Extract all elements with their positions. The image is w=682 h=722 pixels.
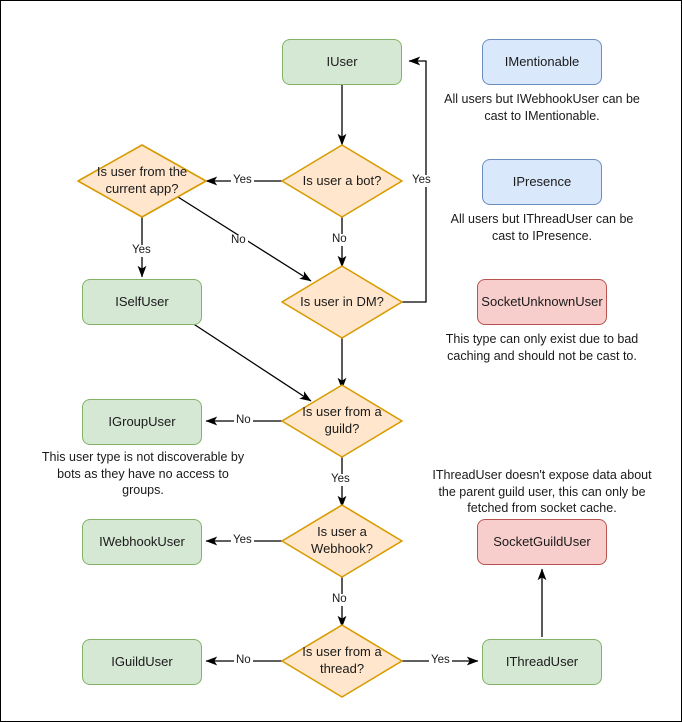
node-socketunknownuser[interactable]: SocketUnknownUser (477, 279, 607, 325)
node-imentionable[interactable]: IMentionable (482, 39, 602, 85)
edge-label-thread-no: No (234, 654, 253, 667)
node-igroupuser[interactable]: IGroupUser (82, 399, 202, 445)
node-ithreaduser-label: IThreadUser (505, 653, 579, 669)
edge-label-bot-no: No (330, 233, 349, 246)
note-ipresence: All users but IThreadUser can be cast to… (438, 211, 646, 244)
edge-label-dm-yes: Yes (410, 174, 433, 187)
node-igroupuser-label: IGroupUser (108, 413, 176, 429)
decision-is-webhook-text: Is user a Webhook? (311, 524, 373, 556)
decision-is-bot-text: Is user a bot? (302, 172, 382, 188)
note-socketunknownuser-text: This type can only exist due to bad cach… (445, 332, 639, 363)
node-ipresence[interactable]: IPresence (482, 159, 602, 205)
decision-from-thread-text: Is user from a thread? (302, 644, 382, 676)
node-socketguilduser-label: SocketGuildUser (493, 533, 591, 549)
edge-label-webhook-no: No (330, 593, 349, 606)
node-iuser[interactable]: IUser (282, 39, 402, 85)
decision-from-current-app-label: Is user from the current app? (82, 145, 202, 217)
decision-in-dm-text: Is user in DM? (300, 293, 384, 309)
diamond-from-current-app[interactable] (77, 144, 207, 218)
node-iguilduser-label: IGuildUser (111, 653, 173, 669)
node-ipresence-label: IPresence (512, 173, 572, 189)
edge-label-app-yes: Yes (130, 244, 153, 257)
node-iguilduser[interactable]: IGuildUser (82, 639, 202, 685)
note-socketunknownuser: This type can only exist due to bad cach… (432, 331, 652, 364)
edge-label-bot-yes: Yes (231, 174, 254, 187)
diamond-from-thread[interactable] (281, 624, 403, 698)
edge-iselfuser-to-fromguild (188, 320, 312, 402)
diamond-from-guild[interactable] (281, 384, 403, 458)
node-imentionable-label: IMentionable (504, 53, 580, 69)
note-ipresence-text: All users but IThreadUser can be cast to… (450, 212, 634, 243)
decision-is-webhook-label: Is user a Webhook? (282, 505, 402, 577)
diamond-is-bot[interactable] (281, 144, 403, 218)
diamond-is-webhook[interactable] (281, 504, 403, 578)
decision-from-current-app-text: Is user from the current app? (96, 164, 188, 196)
node-iselfuser[interactable]: ISelfUser (82, 279, 202, 325)
note-ithreaduser-text: IThreadUser doesn't expose data about th… (432, 468, 652, 515)
edge-label-thread-yes: Yes (429, 654, 452, 667)
decision-from-guild-text: Is user from a guild? (302, 404, 382, 436)
node-ithreaduser[interactable]: IThreadUser (482, 639, 602, 685)
diamond-in-dm[interactable] (281, 265, 403, 339)
decision-from-guild-label: Is user from a guild? (282, 385, 402, 457)
node-socketunknownuser-label: SocketUnknownUser (481, 293, 603, 309)
note-ithreaduser: IThreadUser doesn't expose data about th… (429, 467, 655, 517)
edge-label-guild-no: No (234, 414, 253, 427)
decision-from-thread-label: Is user from a thread? (282, 625, 402, 697)
node-socketguilduser[interactable]: SocketGuildUser (477, 519, 607, 565)
note-imentionable-text: All users but IWebhookUser can be cast t… (444, 92, 640, 123)
edge-label-app-no: No (229, 234, 248, 247)
edge-label-webhook-yes: Yes (231, 534, 254, 547)
node-iwebhookuser-label: IWebhookUser (99, 533, 185, 549)
node-iuser-label: IUser (326, 53, 358, 69)
decision-in-dm-label: Is user in DM? (282, 266, 402, 338)
decision-is-bot-label: Is user a bot? (282, 145, 402, 217)
note-igroupuser-text: This user type is not discoverable by bo… (41, 450, 245, 497)
note-igroupuser: This user type is not discoverable by bo… (37, 449, 249, 499)
node-iselfuser-label: ISelfUser (115, 293, 169, 309)
note-imentionable: All users but IWebhookUser can be cast t… (438, 91, 646, 124)
edge-label-guild-yes: Yes (329, 473, 352, 486)
node-iwebhookuser[interactable]: IWebhookUser (82, 519, 202, 565)
